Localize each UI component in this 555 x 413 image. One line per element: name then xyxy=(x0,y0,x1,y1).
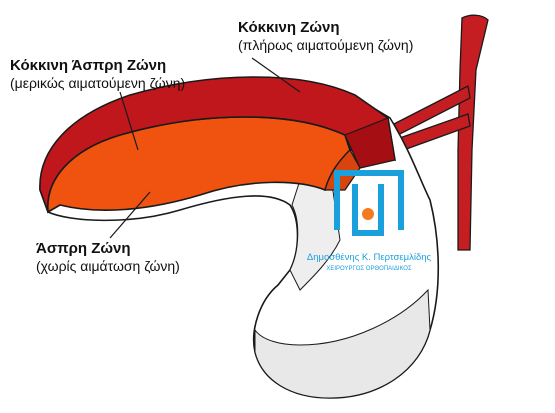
label-red-white-zone: Κόκκινη Άσπρη Ζώνη (μερικώς αιματούμενη … xyxy=(10,57,185,92)
label-white-zone: Άσπρη Ζώνη (χωρίς αιμάτωση ζώνη) xyxy=(36,240,180,275)
leader-lines xyxy=(109,57,301,239)
artery-vessels xyxy=(391,14,489,251)
white-zone-title: Άσπρη Ζώνη xyxy=(36,240,131,257)
red-white-zone-title: Κόκκινη Άσπρη Ζώνη xyxy=(10,57,167,74)
label-red-zone: Κόκκινη Ζώνη (πλήρως αιματούμενη ζώνη) xyxy=(238,19,413,54)
red-white-zone-subtitle: (μερικώς αιματούμενη ζώνη) xyxy=(10,75,186,91)
red-zone-cut-face xyxy=(344,117,396,169)
red-zone-subtitle: (πλήρως αιματούμενη ζώνη) xyxy=(238,37,414,53)
horn-shading xyxy=(254,288,431,399)
watermark-logo xyxy=(334,170,404,236)
watermark-name: Δημοσθένης Κ. Περτσεμλίδης xyxy=(307,252,432,263)
red-zone-title: Κόκκινη Ζώνη xyxy=(238,19,340,36)
watermark-profession: ΧΕΙΡΟΥΡΓΟΣ ΟΡΘΟΠΑΙΔΙΚΟΣ xyxy=(326,266,412,272)
white-zone-subtitle: (χωρίς αιμάτωση ζώνη) xyxy=(36,258,180,274)
logo-dot xyxy=(362,208,374,220)
